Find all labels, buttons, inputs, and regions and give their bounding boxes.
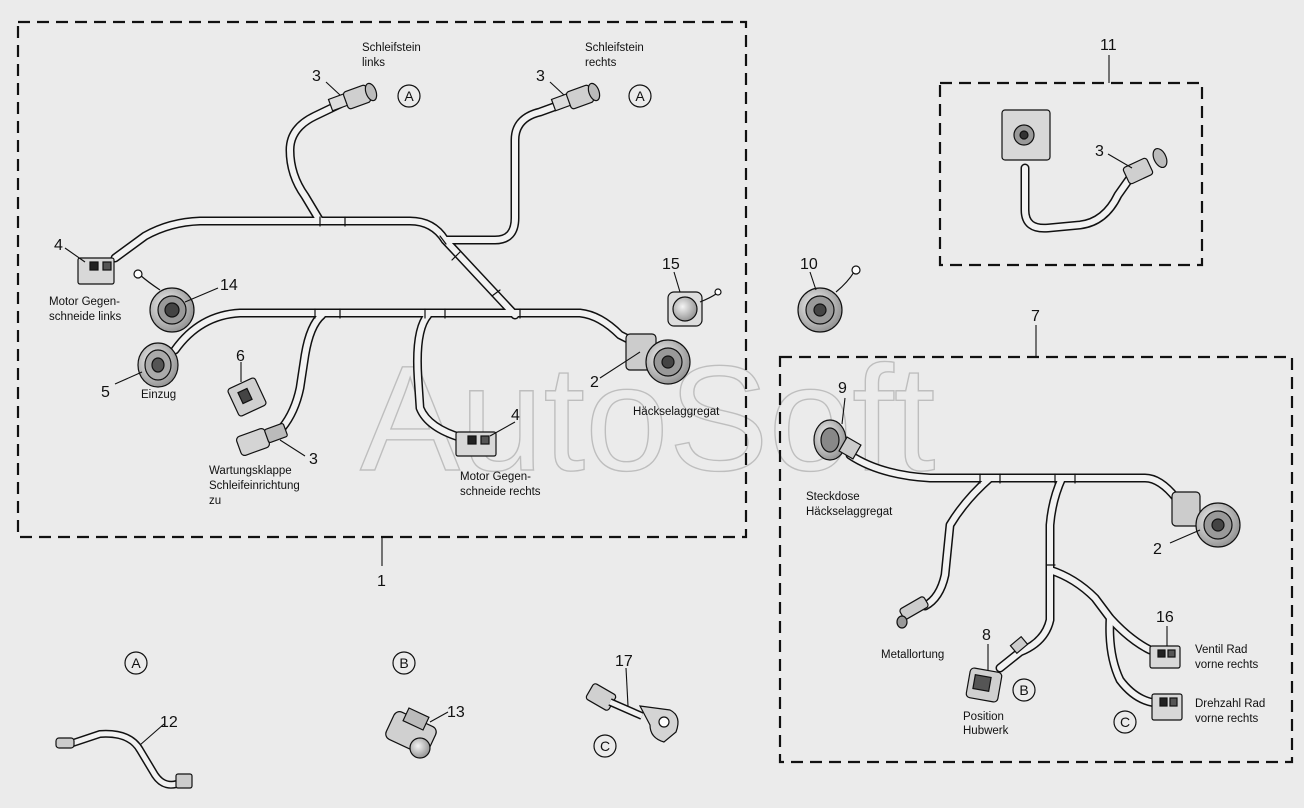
svg-text:C: C	[600, 738, 610, 754]
callout-5: 5	[101, 384, 110, 401]
label-schleifstein-rechts-1: Schleifstein	[585, 42, 644, 54]
label-drehzahl-rad-2: vorne rechts	[1195, 713, 1259, 725]
group-11-frame	[938, 81, 1204, 267]
label-wartungsklappe-1: Wartungsklappe	[209, 465, 292, 477]
callout-11: 11	[1100, 37, 1117, 54]
connector-6	[227, 377, 267, 417]
label-motor-rechts-2: schneide rechts	[460, 486, 541, 498]
callout-6: 6	[236, 348, 245, 365]
label-ventil-rad-1: Ventil Rad	[1195, 644, 1247, 656]
harness-7	[845, 450, 1181, 708]
label-wartungsklappe-2: Schleifeinrichtung	[209, 480, 300, 492]
svg-text:A: A	[131, 655, 141, 671]
connector-15-socket	[667, 288, 722, 327]
connector-16-ventil	[1149, 645, 1181, 669]
marker-b-hubwerk: B	[1012, 678, 1036, 702]
connector-3-schleifstein-links	[327, 82, 378, 112]
connector-2-group-7	[1171, 491, 1241, 548]
connector-4-motor-links	[77, 257, 115, 285]
callout-12: 12	[160, 714, 178, 731]
label-schleifstein-links-1: Schleifstein	[362, 42, 421, 54]
callout-7: 7	[1031, 308, 1040, 325]
label-metallortung: Metallortung	[881, 649, 944, 661]
harness-1	[110, 99, 641, 443]
callout-4-rechts: 4	[511, 407, 520, 424]
label-schleifstein-rechts-2: rechts	[585, 57, 617, 69]
label-motor-links-1: Motor Gegen-	[49, 296, 120, 308]
connector-8-hubwerk	[965, 635, 1029, 703]
marker-a-detail: A	[124, 651, 148, 675]
callout-9: 9	[838, 380, 847, 397]
connector-metallortung	[896, 596, 929, 629]
callout-17: 17	[615, 653, 633, 670]
circle-markers: A A B C A B C	[124, 84, 1137, 758]
callout-3-group-11: 3	[1095, 143, 1104, 160]
label-position-hubwerk-1: Position	[963, 711, 1004, 723]
callout-2-group-7: 2	[1153, 541, 1162, 558]
connector-3-wartungsklappe	[236, 422, 288, 457]
callout-3-links: 3	[312, 68, 321, 85]
text-labels: Schleifstein links Schleifstein rechts M…	[49, 42, 1265, 737]
leader-lines	[64, 81, 1201, 746]
label-schleifstein-links-2: links	[362, 57, 385, 69]
label-haeckselaggregat: Häckselaggregat	[633, 406, 720, 418]
callout-8: 8	[982, 627, 991, 644]
connector-3-schleifstein-rechts	[550, 82, 601, 112]
connector-5-einzug	[137, 342, 179, 388]
label-einzug: Einzug	[141, 389, 176, 401]
svg-text:A: A	[404, 88, 414, 104]
marker-c-detail: C	[593, 734, 617, 758]
marker-b-detail: B	[392, 651, 416, 675]
connector-14-round	[133, 269, 195, 333]
label-steckdose-2: Häckselaggregat	[806, 506, 893, 518]
marker-c-drehzahl: C	[1113, 710, 1137, 734]
connector-drehzahl	[1151, 693, 1183, 721]
callout-10: 10	[800, 256, 818, 273]
connector-11-square	[1001, 109, 1051, 161]
callout-13: 13	[447, 704, 465, 721]
label-wartungsklappe-3: zu	[209, 495, 221, 507]
callout-3-wartung: 3	[309, 451, 318, 468]
label-steckdose-1: Steckdose	[806, 491, 860, 503]
marker-a-links: A	[397, 84, 421, 108]
callout-2-group-1: 2	[590, 374, 599, 391]
callout-numbers: 1 7 11 3 3 3 3 4 4 14 5 6 2 15 10 9 2 16…	[54, 37, 1174, 731]
svg-text:B: B	[399, 655, 408, 671]
label-motor-rechts-1: Motor Gegen-	[460, 471, 531, 483]
label-drehzahl-rad-1: Drehzahl Rad	[1195, 698, 1265, 710]
connector-3-group-11	[1122, 147, 1168, 185]
detail-c-sensor	[585, 683, 679, 743]
connector-9-steckdose	[813, 419, 862, 461]
callout-15: 15	[662, 256, 680, 273]
connector-4-motor-rechts	[455, 431, 497, 457]
callout-4-links: 4	[54, 237, 63, 254]
svg-text:A: A	[635, 88, 645, 104]
label-motor-links-2: schneide links	[49, 311, 121, 323]
callout-1: 1	[377, 573, 386, 590]
connector-10-round	[797, 265, 861, 333]
detail-b-sensor	[385, 707, 437, 759]
harness-11	[1020, 163, 1135, 233]
callout-14: 14	[220, 277, 238, 294]
connector-2-haeckselaggregat	[625, 333, 691, 385]
callout-3-rechts: 3	[536, 68, 545, 85]
label-ventil-rad-2: vorne rechts	[1195, 659, 1259, 671]
callout-16: 16	[1156, 609, 1174, 626]
marker-a-rechts: A	[628, 84, 652, 108]
label-position-hubwerk-2: Hubwerk	[963, 725, 1009, 737]
svg-text:B: B	[1019, 682, 1028, 698]
svg-text:C: C	[1120, 714, 1130, 730]
detail-a-sensor-cable	[55, 729, 193, 789]
